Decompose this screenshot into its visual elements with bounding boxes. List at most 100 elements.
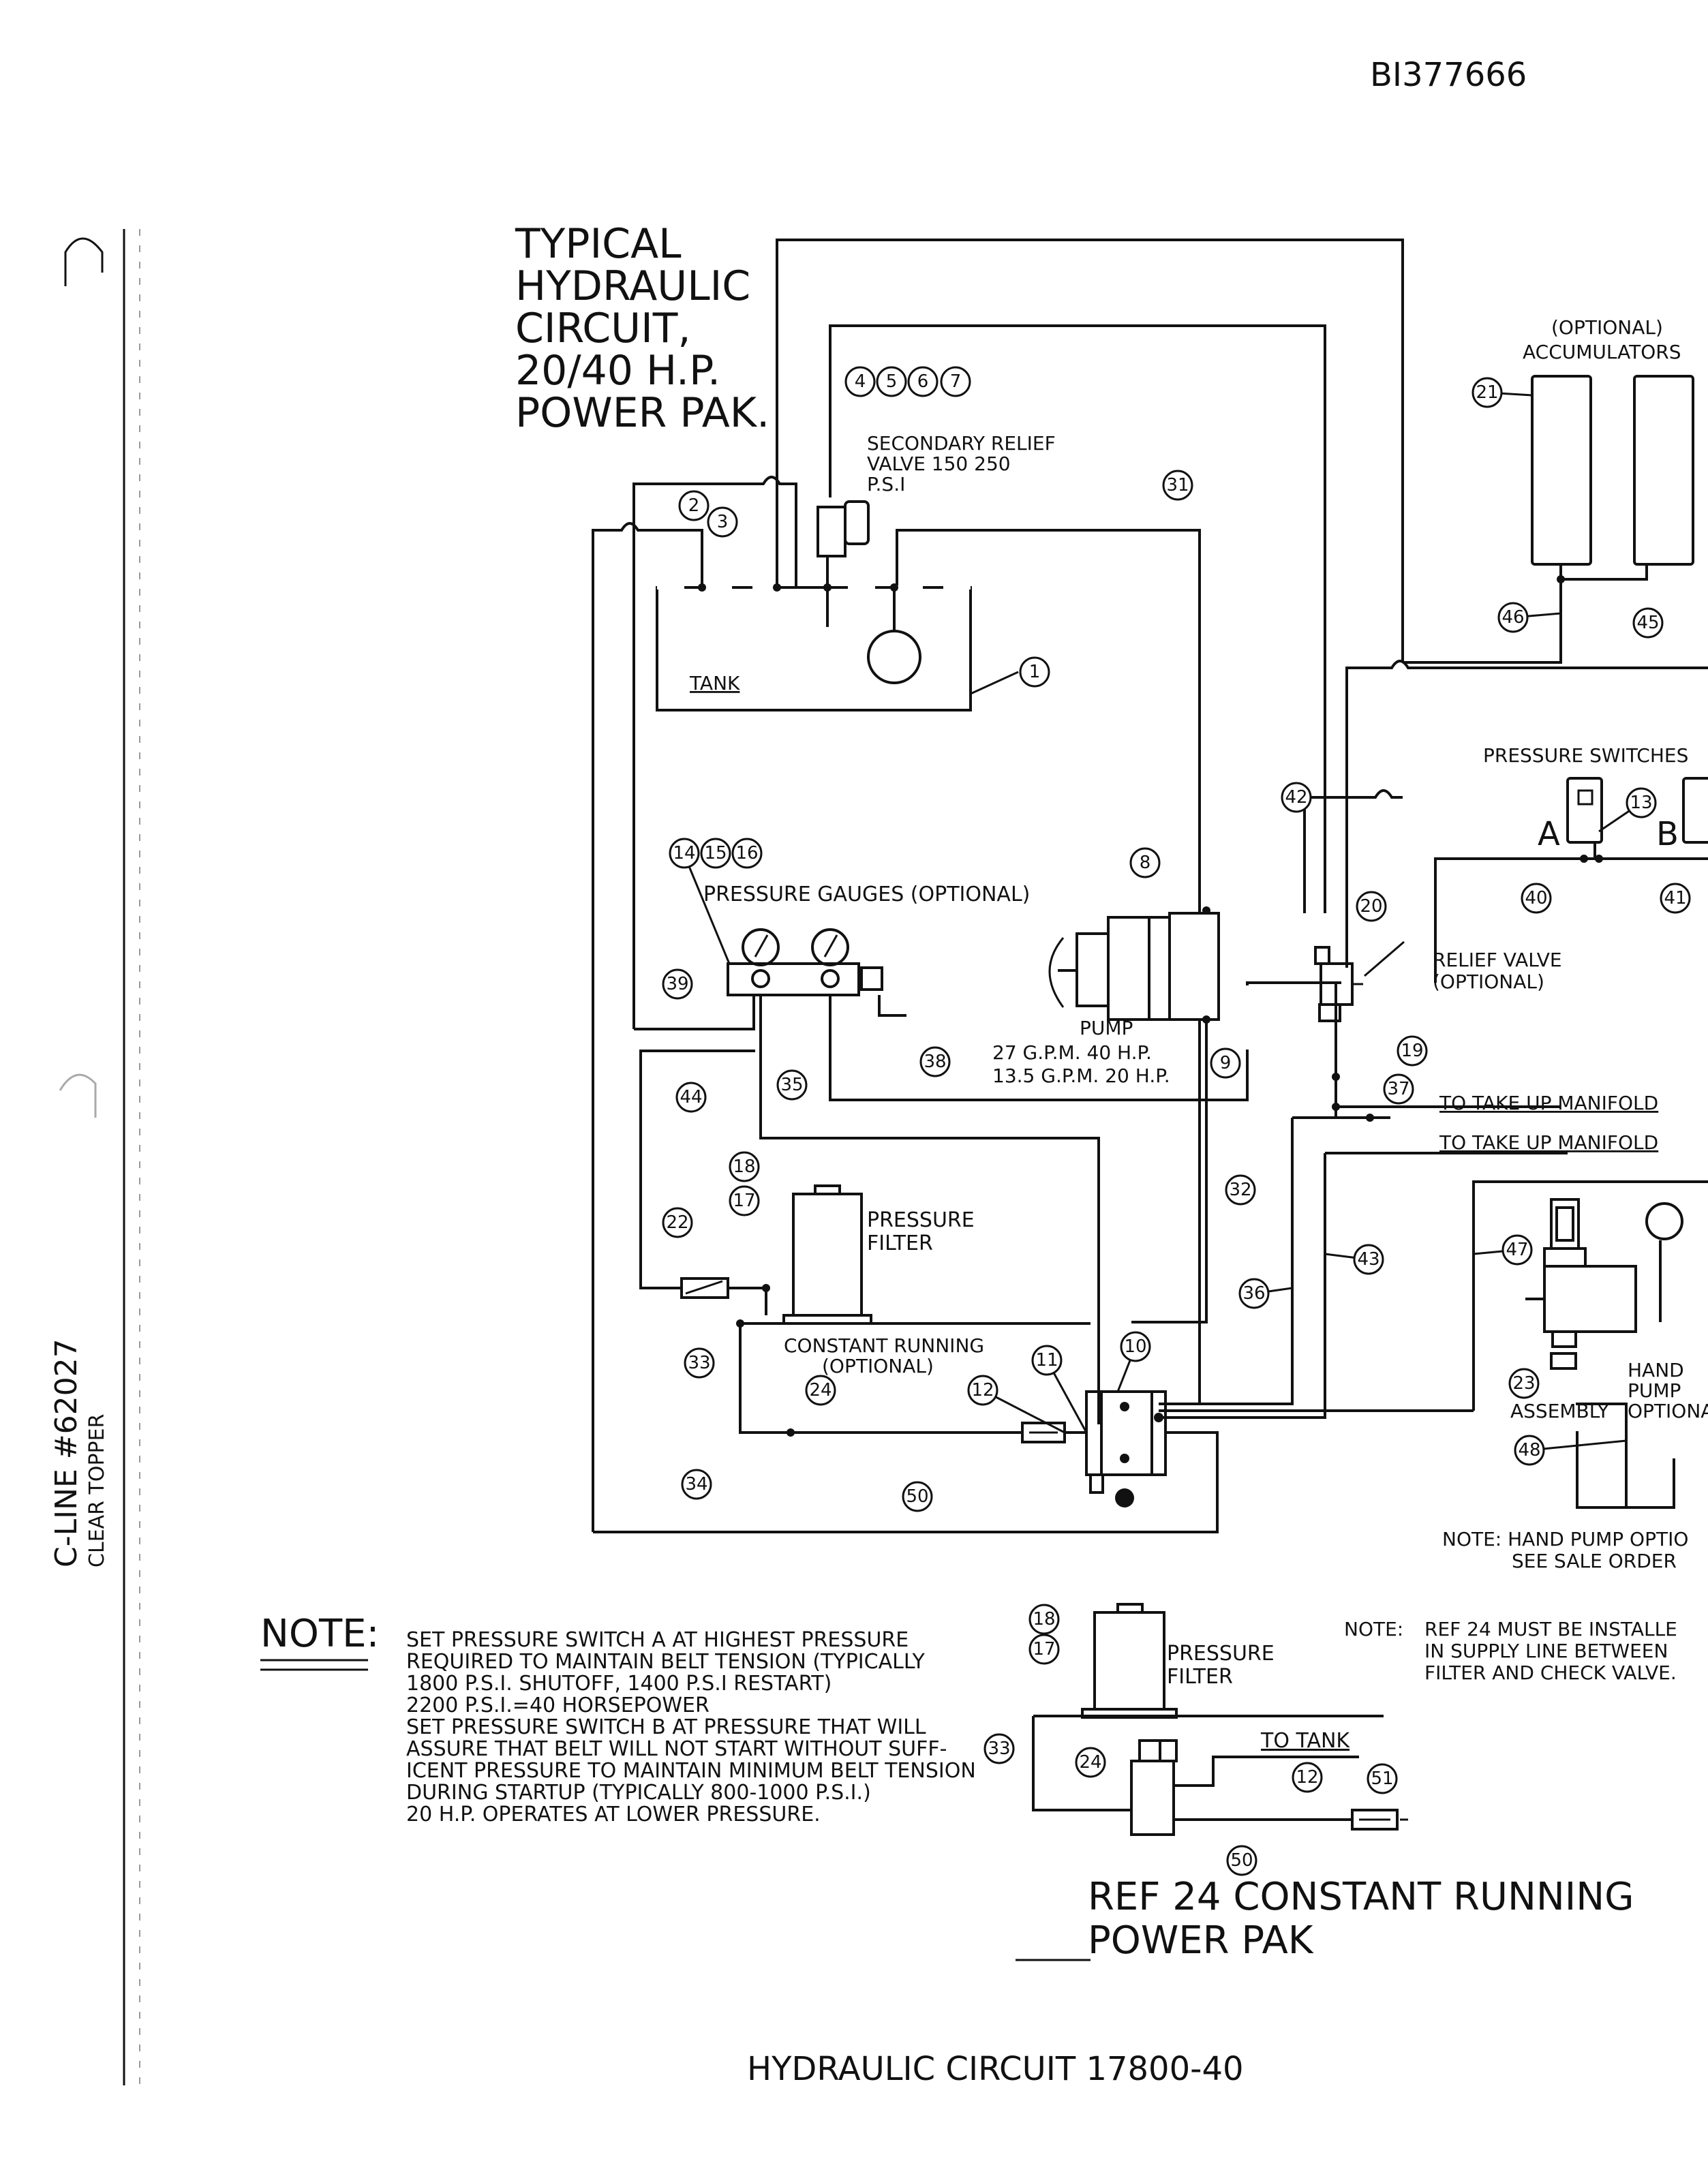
note-line-6: ASSURE THAT BELT WILL NOT START WITHOUT … [406,1737,947,1761]
flow-control-valve [680,1277,729,1299]
callout-number: 46 [1501,607,1524,628]
pressure-filter [782,1184,872,1325]
callout-22: 22 [662,1207,693,1238]
callout-number: 5 [886,371,898,392]
callout-number: 50 [1230,1850,1253,1871]
inset-filter-label: PRESSURE FILTER [1167,1642,1275,1689]
svg-text:PUMP: PUMP [1628,1379,1681,1402]
callout-7: 7 [940,366,971,397]
callout-38: 38 [919,1046,951,1077]
callout-46: 46 [1497,602,1561,633]
callout-number: 31 [1166,475,1189,495]
title-line-4: 20/40 H.P. [515,347,720,395]
take-up-manifold-1: TO TAKE UP MANIFOLD [1439,1092,1658,1114]
svg-text:(OPTIONAL): (OPTIONAL) [822,1355,934,1377]
callout-number: 4 [855,371,866,392]
svg-text:REF 24 MUST BE INSTALLE: REF 24 MUST BE INSTALLE [1424,1618,1677,1640]
callout-23: 23 [1508,1368,1540,1399]
callout-20: 20 [1356,891,1387,922]
callout-19: 19 [1397,1035,1428,1067]
secondary-relief-label: SECONDARY RELIEF VALVE 150 250 P.S.I [867,432,1056,495]
callout-number: 21 [1476,382,1498,403]
callout-number: 24 [1079,1752,1101,1773]
svg-text:REF 24 CONSTANT RUNNING: REF 24 CONSTANT RUNNING [1088,1875,1634,1919]
callout-number: 36 [1242,1283,1265,1304]
callout-number: 32 [1229,1180,1251,1200]
callout-number: 22 [666,1212,688,1233]
junction-dots [698,575,1603,1437]
check-valve [1021,1422,1066,1443]
svg-text:HAND: HAND [1628,1359,1684,1381]
callout-41: 41 [1660,883,1691,914]
callout-number: 10 [1124,1336,1146,1357]
svg-text:SECONDARY RELIEF: SECONDARY RELIEF [867,432,1056,455]
hand-pump-label: HAND PUMP OPTIONA ASSEMBLY [1510,1359,1708,1422]
to-tank-label: TO TANK [1260,1729,1350,1753]
pump-label: PUMP 27 G.P.M. 40 H.P. 13.5 G.P.M. 20 H.… [992,1017,1170,1087]
svg-text:VALVE 150 250: VALVE 150 250 [867,453,1011,475]
callout-14: 14 [669,838,700,869]
callout-18: 18 [729,1151,760,1182]
pressure-switch-a [1566,777,1603,844]
svg-text:ACCUMULATORS: ACCUMULATORS [1523,341,1681,363]
svg-text:NOTE: HAND PUMP OPTIO: NOTE: HAND PUMP OPTIO [1442,1528,1688,1550]
callout-32: 32 [1225,1174,1256,1206]
svg-text:SEE SALE ORDER: SEE SALE ORDER [1512,1550,1677,1572]
callout-36: 36 [1238,1278,1293,1309]
callout-number: 47 [1506,1240,1528,1260]
callout-17: 17 [729,1185,760,1216]
note-line-3: 1800 P.S.I. SHUTOFF, 1400 P.S.I RESTART) [406,1672,832,1696]
hand-pump-note: NOTE: HAND PUMP OPTIO SEE SALE ORDER [1442,1528,1688,1572]
callout-number: 48 [1518,1440,1540,1460]
callout-number: 3 [717,512,729,532]
callout-11: 11 [1031,1345,1088,1433]
callout-number: 33 [688,1353,710,1373]
callout-12: 12 [967,1375,1065,1434]
svg-text:PRESSURE: PRESSURE [867,1208,975,1232]
callout-number: 44 [680,1087,702,1107]
callout-number: 6 [917,371,929,392]
inset-callout-12: 12 [1292,1762,1323,1793]
callout-6: 6 [907,366,939,397]
callout-15: 15 [700,838,731,869]
callout-number: 20 [1360,896,1382,917]
callout-9: 9 [1210,1047,1241,1079]
callout-number: 43 [1357,1249,1379,1270]
title-line-3: CIRCUIT, [515,305,691,352]
callout-number: 1 [1029,662,1041,682]
callout-number: 15 [704,843,727,863]
constant-running-label: CONSTANT RUNNING (OPTIONAL) [784,1334,984,1377]
callout-51: 51 [1367,1763,1398,1794]
callout-31: 31 [1162,470,1193,501]
callout-number: 16 [735,843,758,863]
svg-text:OPTIONA: OPTIONA [1628,1400,1708,1422]
callout-number: 8 [1140,853,1151,873]
pressure-gauges-label: PRESSURE GAUGES (OPTIONAL) [703,883,1030,906]
binder-edge [59,229,140,2085]
switch-a-label: A [1538,815,1560,853]
callout-24: 24 [805,1375,836,1406]
svg-text:FILTER: FILTER [1167,1665,1233,1689]
note-line-1: SET PRESSURE SWITCH A AT HIGHEST PRESSUR… [406,1628,909,1652]
callout-8: 8 [1129,847,1161,878]
title-line-1: TYPICAL [515,220,682,268]
callout-10: 10 [1116,1331,1151,1392]
title-line-5: POWER PAK. [515,389,769,437]
note-line-4: 2200 P.S.I.=40 HORSEPOWER [406,1694,710,1717]
pressure-switch-b [1682,777,1708,844]
callout-39: 39 [662,968,693,1000]
callout-33: 33 [684,1347,715,1379]
secondary-relief-valve [796,500,870,627]
callout-42: 42 [1281,782,1312,813]
callout-number: 51 [1371,1768,1393,1789]
switch-b-label: B [1656,815,1679,853]
note-line-8: DURING STARTUP (TYPICALLY 800-1000 P.S.I… [406,1781,871,1805]
callout-47: 47 [1473,1234,1533,1266]
callout-3: 3 [707,506,738,538]
callout-number: 12 [1296,1767,1318,1788]
footer-title: HYDRAULIC CIRCUIT 17800-40 [747,2050,1244,2088]
inset-title: REF 24 CONSTANT RUNNING POWER PAK [1088,1875,1634,1963]
pressure-filter-label: PRESSURE FILTER [867,1208,975,1255]
